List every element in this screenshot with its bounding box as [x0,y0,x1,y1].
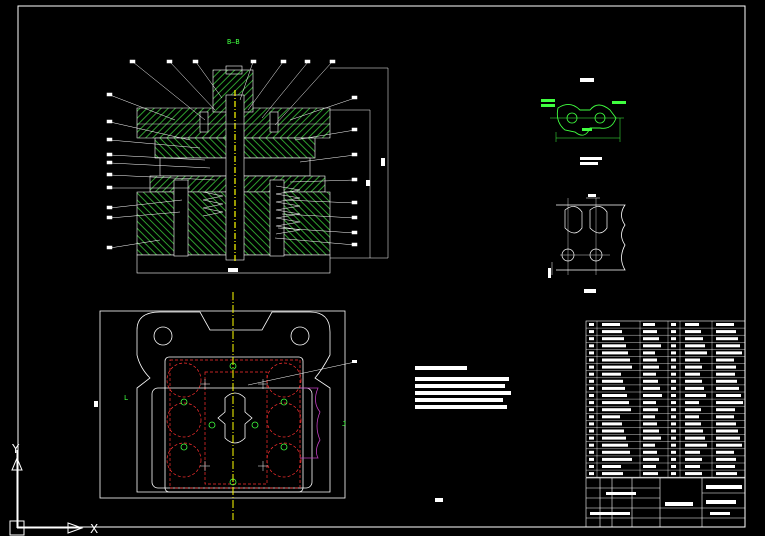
table-row [589,379,594,383]
table-row [589,372,594,376]
strip-boundary [300,387,321,459]
spring-right [275,185,301,235]
parts-list-table[interactable] [585,320,746,478]
ucs-axis-x: X [90,522,98,536]
table-row [589,386,594,390]
table-row [589,450,594,454]
title-block[interactable] [585,477,746,528]
table-row [589,408,594,412]
strip-layout-view[interactable] [548,194,626,293]
part-outline [556,104,617,136]
table-row [589,358,594,362]
table-row [589,422,594,426]
section-view[interactable]: B—B [106,38,389,274]
plan-outline [99,310,346,499]
table-row [589,465,594,468]
table-row [589,351,594,355]
lower-shoe-outline [136,311,331,493]
section-view-tag: B—B [227,38,240,46]
table-row [589,472,594,476]
table-row [589,443,594,447]
pilot-marks [180,362,288,486]
table-row [589,323,594,326]
table-row [589,365,594,369]
part-detail-view[interactable] [541,78,626,165]
table-row [589,429,594,433]
plan-view[interactable]: L J [94,292,443,520]
table-row [589,457,594,461]
table-row [589,337,594,341]
table-row [589,330,594,334]
part-leaders [106,59,358,250]
blank-profile [217,392,253,444]
spring-left [202,191,224,217]
table-row [589,394,594,397]
guide-pillar-left [173,179,189,257]
table-row [589,401,594,405]
ucs-icon [9,450,84,536]
drawing-border [17,5,746,528]
plan-marker-right: J [342,420,346,428]
table-row [589,436,594,440]
ucs-axis-y: Y [11,442,20,456]
table-row [589,415,594,419]
table-row [589,344,594,348]
technical-notes [415,366,511,409]
plan-marker-left: L [124,394,128,402]
hidden-features [166,359,302,489]
